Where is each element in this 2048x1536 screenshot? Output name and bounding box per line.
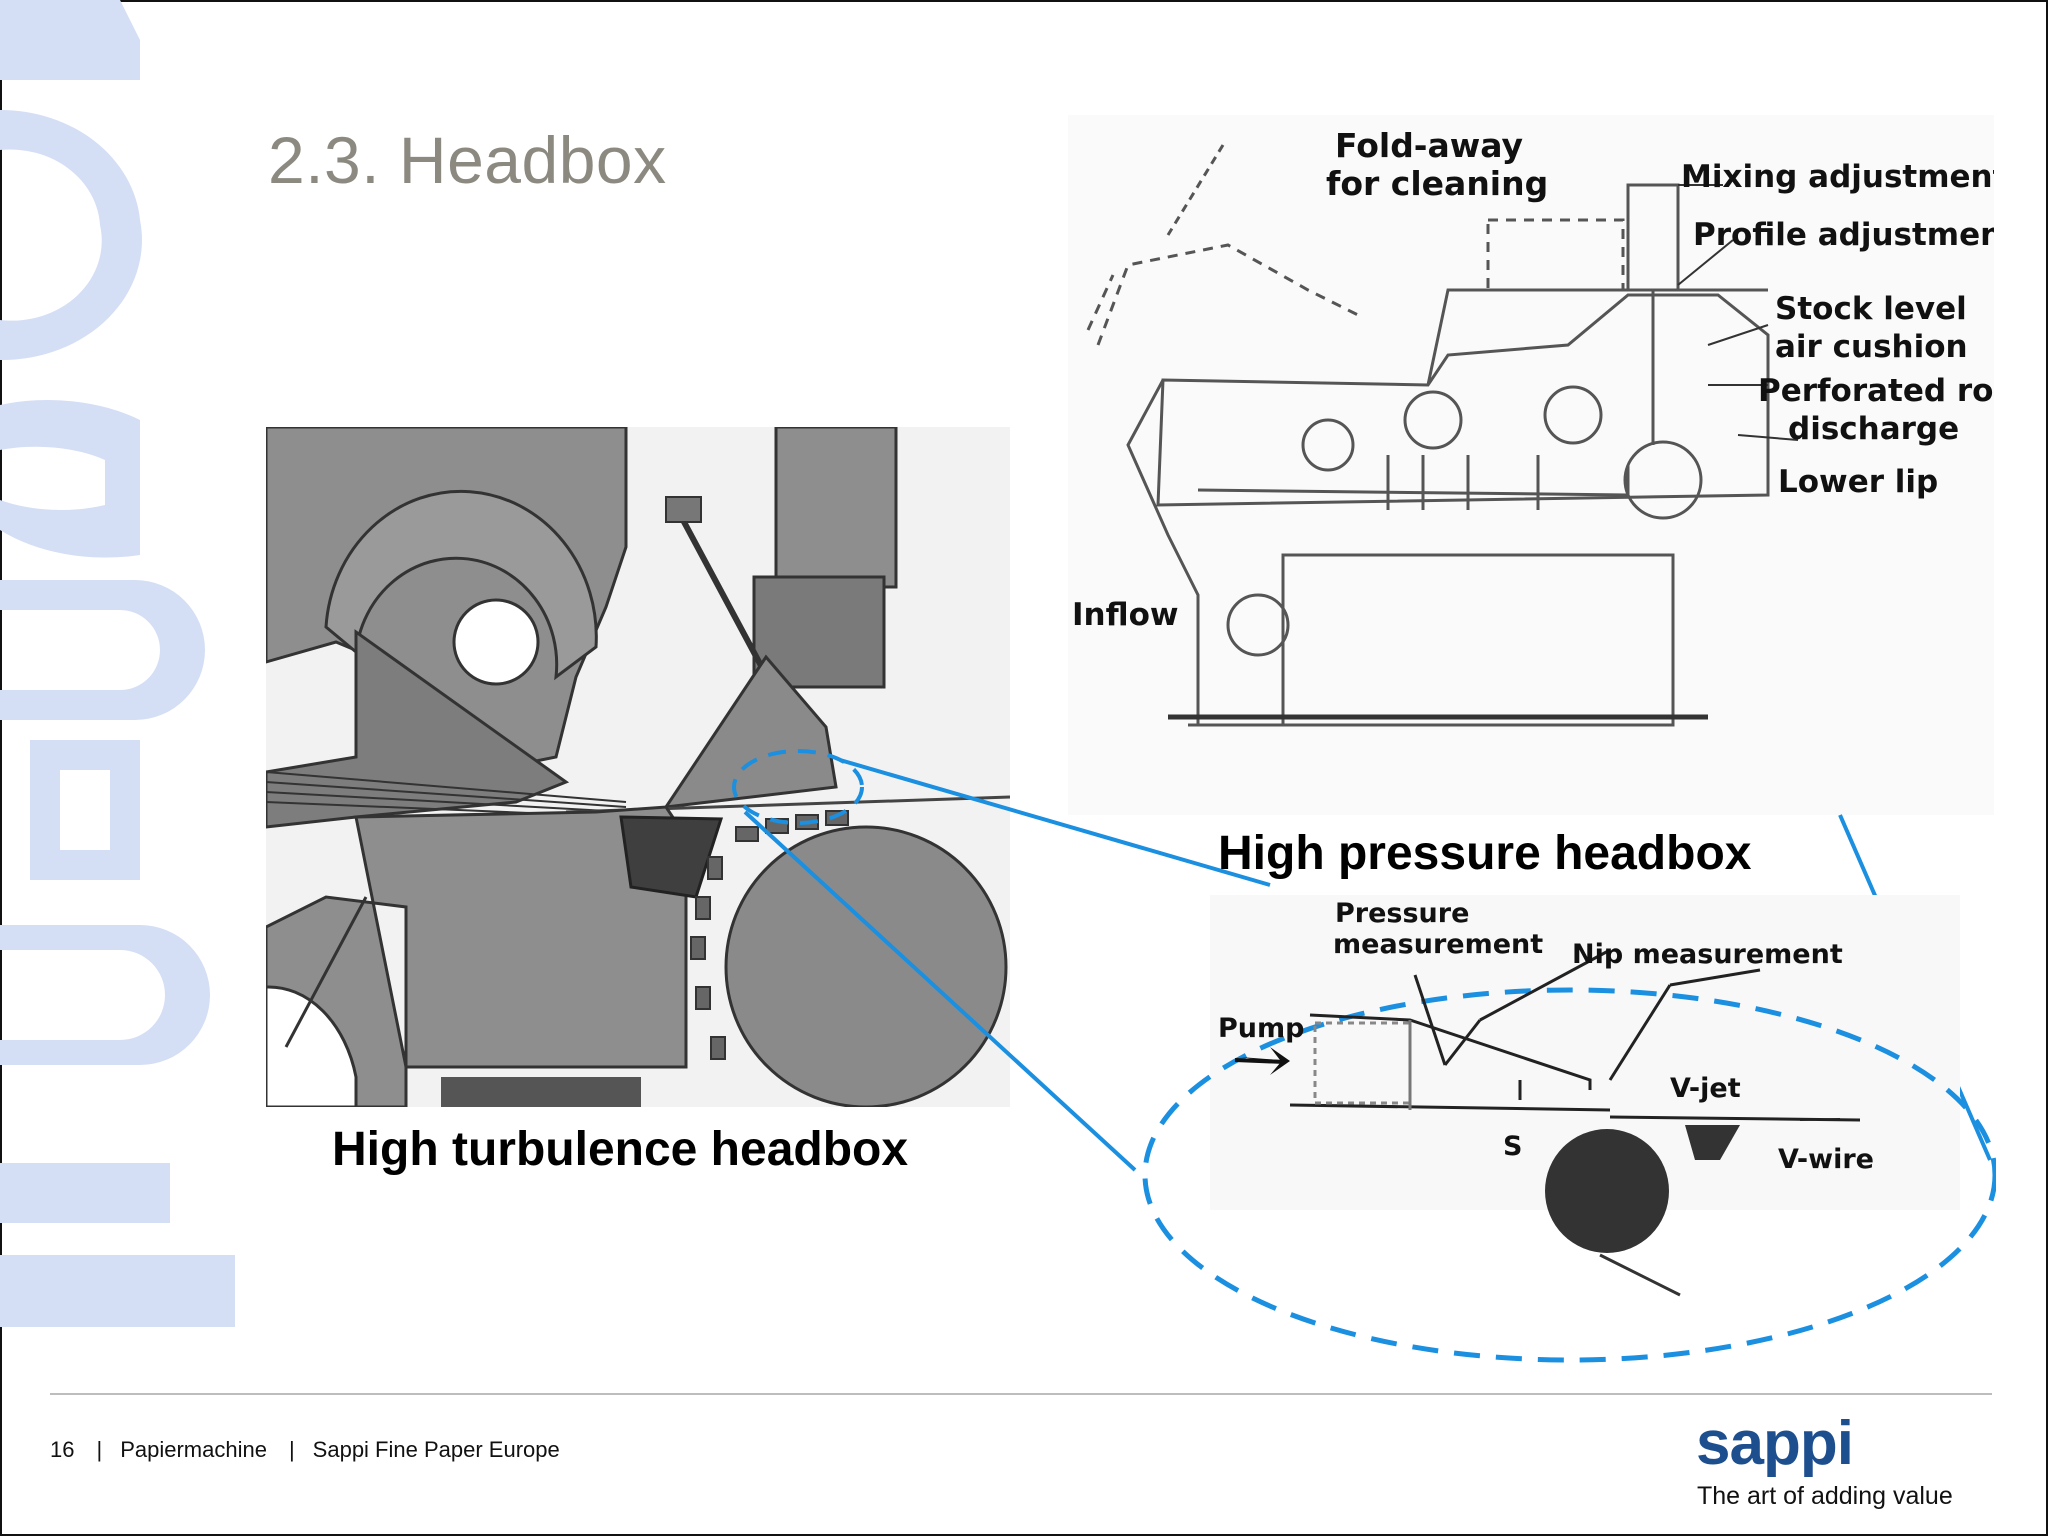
label-v-wire: V-wire bbox=[1778, 1144, 1874, 1175]
label-lower-lip: Lower lip bbox=[1778, 464, 1938, 500]
page-number: 16 bbox=[50, 1437, 75, 1462]
footer-separator: | bbox=[288, 1437, 295, 1462]
high-turbulence-headbox-diagram bbox=[266, 427, 1010, 1107]
headbox-detail-diagram: Pressure measurement Nip measurement Pum… bbox=[1142, 895, 1996, 1363]
label-pump: Pump bbox=[1218, 1013, 1304, 1044]
ideas-watermark bbox=[0, 0, 235, 1327]
label-profile-adjustment: Profile adjustment bbox=[1693, 217, 1994, 253]
logo-wordmark: sappi bbox=[1696, 1409, 1854, 1478]
label-measurement: measurement bbox=[1333, 929, 1543, 960]
logo-tagline: The art of adding value bbox=[1697, 1482, 1953, 1510]
slide-title: 2.3. Headbox bbox=[268, 123, 667, 197]
label-v-jet: V-jet bbox=[1670, 1073, 1741, 1104]
label-stock-level: Stock level bbox=[1775, 291, 1967, 327]
caption-high-pressure: High pressure headbox bbox=[1218, 827, 1752, 880]
label-for-cleaning: for cleaning bbox=[1326, 164, 1548, 203]
footer-section: Papiermachine bbox=[120, 1437, 267, 1462]
footer-company: Sappi Fine Paper Europe bbox=[312, 1437, 560, 1462]
sappi-logo: sappi The art of adding value bbox=[1692, 1408, 1972, 1518]
label-perforated-roll: Perforated roll bbox=[1758, 373, 1994, 409]
footer-separator: | bbox=[96, 1437, 103, 1462]
label-inflow: Inflow bbox=[1072, 597, 1179, 633]
high-pressure-headbox-diagram: Fold-away for cleaning Mixing adjustment… bbox=[1068, 115, 1994, 815]
label-air-cushion: air cushion bbox=[1775, 329, 1968, 365]
label-pressure: Pressure bbox=[1335, 898, 1469, 929]
label-fold-away: Fold-away bbox=[1335, 126, 1523, 165]
caption-high-turbulence: High turbulence headbox bbox=[332, 1123, 909, 1176]
label-nip-measurement: Nip measurement bbox=[1572, 939, 1843, 970]
label-s: S bbox=[1503, 1131, 1522, 1162]
label-discharge: discharge bbox=[1788, 411, 1959, 447]
footer-divider bbox=[50, 1393, 1992, 1395]
footer: 16 | Papiermachine | Sappi Fine Paper Europe bbox=[50, 1437, 560, 1463]
label-mixing-adjustment: Mixing adjustment bbox=[1681, 159, 1994, 195]
